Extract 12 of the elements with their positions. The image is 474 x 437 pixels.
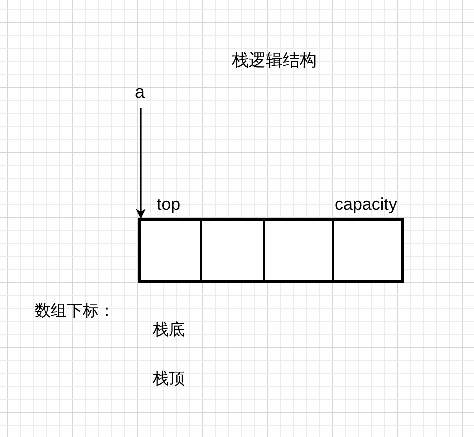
array-cell <box>333 218 404 283</box>
diagram-title: 栈逻辑结构 <box>232 52 317 69</box>
array-cell <box>264 218 333 283</box>
index-label: 数组下标： <box>35 304 115 320</box>
arrow <box>136 108 146 219</box>
pointer-label: top <box>157 196 181 213</box>
capacity-label: capacity <box>335 196 398 213</box>
array-cell <box>138 218 201 283</box>
array-cell <box>201 218 264 283</box>
stack-bottom-label: 栈底 <box>153 323 185 339</box>
stack-top-label: 栈顶 <box>153 372 185 388</box>
variable-label: a <box>135 83 146 101</box>
